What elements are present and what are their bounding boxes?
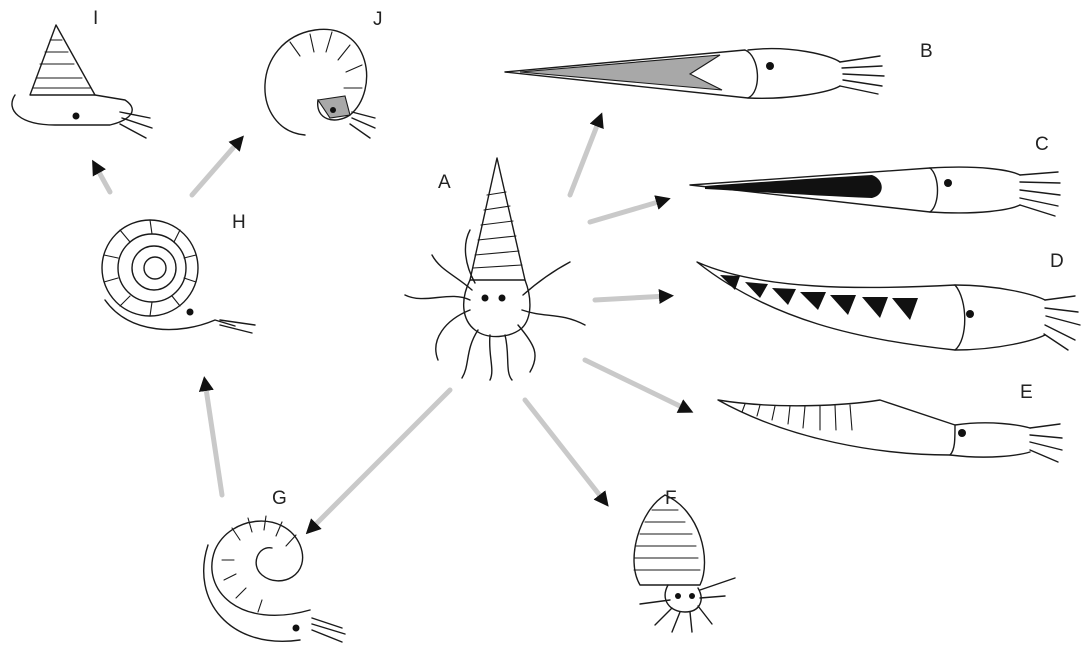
organism-f	[634, 495, 735, 632]
label-f: F	[665, 488, 677, 509]
arrow-g-to-h	[205, 382, 222, 495]
arrow-a-to-c	[590, 200, 665, 222]
label-a: A	[438, 172, 451, 193]
organism-i	[12, 25, 152, 138]
arrow-a-to-e	[585, 360, 688, 410]
label-e: E	[1020, 382, 1033, 403]
organism-e	[718, 400, 1062, 462]
arrow-a-to-b	[570, 118, 600, 195]
arrows	[95, 118, 688, 530]
label-j: J	[373, 9, 383, 30]
arrow-h-to-i	[95, 165, 110, 192]
label-d: D	[1050, 251, 1064, 272]
label-g: G	[272, 488, 287, 509]
organism-d	[697, 262, 1080, 350]
organism-c	[690, 167, 1060, 216]
organism-h	[102, 220, 255, 333]
label-i: I	[93, 8, 98, 29]
label-b: B	[920, 41, 933, 62]
arrow-a-to-d	[595, 296, 668, 300]
organism-j	[265, 29, 375, 138]
organism-g	[204, 516, 345, 642]
label-h: H	[232, 212, 246, 233]
organism-a	[405, 158, 585, 380]
arrow-h-to-j	[192, 140, 240, 195]
label-c: C	[1035, 134, 1049, 155]
arrow-a-to-f	[525, 400, 605, 502]
arrow-a-to-g	[310, 390, 450, 530]
organism-b	[505, 49, 884, 99]
